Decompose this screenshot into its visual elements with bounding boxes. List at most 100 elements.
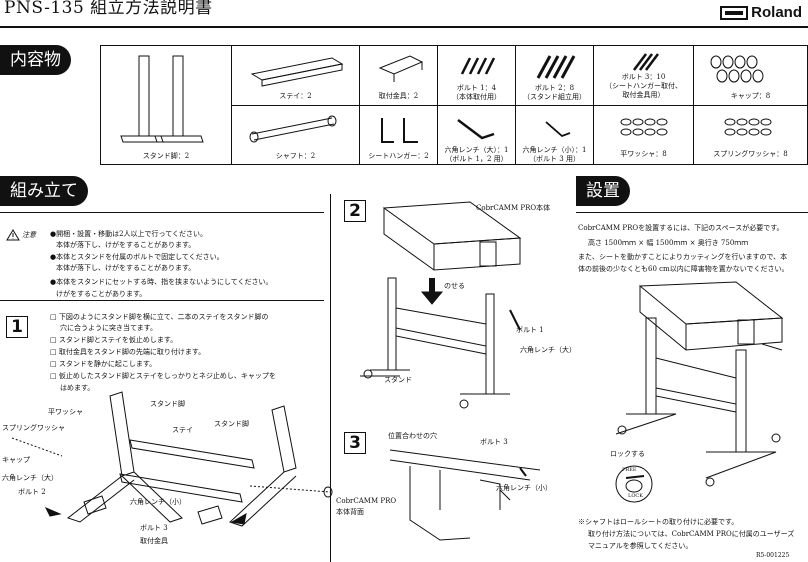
warning-rule bbox=[0, 300, 324, 301]
item-label: スタンド脚：2 bbox=[142, 152, 190, 160]
item-label: 六角レンチ（大）：1 bbox=[444, 146, 509, 154]
sheet-hanger-icon bbox=[381, 118, 418, 143]
header-rule bbox=[0, 26, 808, 28]
installation-note: マニュアルを参照してください。 bbox=[588, 542, 693, 550]
spring-washer-icon bbox=[724, 118, 772, 136]
label-stand: スタンド bbox=[384, 376, 412, 384]
step-number: 3 bbox=[344, 432, 366, 454]
item-label: ステイ：2 bbox=[279, 92, 312, 100]
bracket-icon bbox=[378, 55, 424, 82]
item-bolt3: ボルト 3：10 （シートハンガー取付、 取付金具用） bbox=[593, 45, 694, 106]
column-divider bbox=[330, 194, 331, 562]
label-bolt3-2: ボルト 3 bbox=[480, 438, 508, 446]
warning-line: ●本体とスタンドを付属のボルトで固定してください。 bbox=[50, 253, 224, 261]
warning-icon bbox=[6, 229, 20, 241]
hex-wrench-small-icon bbox=[545, 121, 571, 138]
document-title: PNS-135 組立方法説明書 bbox=[4, 0, 213, 18]
item-label: ボルト 1：4 bbox=[456, 84, 497, 92]
label-bracket: 取付金具 bbox=[140, 537, 168, 545]
assembly-rule bbox=[0, 212, 324, 213]
label-hex-small-2: 六角レンチ（小） bbox=[496, 484, 552, 492]
label-align-hole: 位置合わせの穴 bbox=[388, 432, 437, 440]
caster-lock-icon bbox=[615, 465, 653, 503]
item-label: キャップ：8 bbox=[730, 92, 771, 100]
installation-note: ※シャフトはロールシートの取り付けに必要です。 bbox=[578, 518, 739, 526]
item-label: ボルト 3：10 bbox=[621, 73, 666, 81]
step1-line: はめます。 bbox=[60, 384, 95, 392]
label-bolt1: ボルト 1 bbox=[516, 326, 544, 334]
item-bolt1: ボルト 1：4 （本体取付用） bbox=[437, 45, 516, 106]
label-stay: ステイ bbox=[172, 426, 193, 434]
label-cap: キャップ bbox=[2, 456, 30, 464]
installation-line: また、シートを動かすことによりカッティングを行いますので、本 bbox=[578, 253, 788, 261]
item-label: 取付金具用） bbox=[622, 91, 665, 99]
label-hex-large: 六角レンチ（大） bbox=[2, 474, 58, 482]
bolt-icon bbox=[633, 53, 659, 71]
installed-plotter-diagram bbox=[615, 281, 784, 487]
label-stand-leg-right: スタンド脚 bbox=[214, 420, 249, 428]
item-label: （ボルト 3 用） bbox=[529, 155, 580, 163]
contents-heading: 内容物 bbox=[0, 45, 71, 75]
item-label: スプリングワッシャ：8 bbox=[713, 150, 788, 158]
step1-line: □ 仮止めしたスタンド脚とステイをしっかりとネジ止めし、キャップを bbox=[50, 372, 276, 380]
step1-line: □ スタンド脚とステイを仮止めします。 bbox=[50, 336, 178, 344]
item-bolt2: ボルト 2：8 （スタンド組立用） bbox=[515, 45, 594, 106]
shaft-icon bbox=[249, 115, 337, 143]
item-hex-small: 六角レンチ（小）：1 （ボルト 3 用） bbox=[515, 105, 594, 165]
warning-line: ●開梱・設置・移動は2人以上で行ってください。 bbox=[50, 230, 208, 238]
installation-note: 取り付け方法については、CobrCAMM PROに付属のユーザーズ bbox=[588, 530, 795, 538]
item-label: 取付金具：2 bbox=[378, 92, 419, 100]
brand-name: Roland bbox=[751, 4, 802, 21]
stay-icon bbox=[250, 57, 344, 87]
label-rear-1: CobrCAMM PRO bbox=[336, 497, 397, 505]
installation-line: 体の前後の少なくとも60 cm以内に障害物を置かないでください。 bbox=[578, 265, 789, 273]
logo-mark-icon bbox=[720, 5, 749, 20]
item-hex-large: 六角レンチ（大）：1 （ボルト 1，2 用） bbox=[437, 105, 516, 165]
step2-diagram bbox=[360, 201, 522, 409]
warning-line: けがをすることがあります。 bbox=[56, 290, 147, 298]
step1-line: □ 取付金具をスタンド脚の先端に取り付けます。 bbox=[50, 348, 206, 356]
item-spring-washer: スプリングワッシャ：8 bbox=[693, 105, 808, 165]
hex-wrench-large-icon bbox=[457, 119, 495, 140]
item-sheet-hanger: シートハンガー：2 bbox=[359, 105, 438, 165]
item-bracket: 取付金具：2 bbox=[359, 45, 438, 106]
label-place: のせる bbox=[444, 282, 465, 290]
item-label: （本体取付用） bbox=[452, 93, 501, 101]
label-bolt3: ボルト 3 bbox=[140, 524, 168, 532]
step1-line: □ スタンドを静かに起こします。 bbox=[50, 360, 157, 368]
label-body: CobrCAMM PRO本体 bbox=[476, 204, 551, 212]
warning-label: 注意 bbox=[22, 231, 36, 239]
warning-line: 本体が落下し、けがをすることがあります。 bbox=[56, 264, 196, 272]
item-shaft: シャフト：2 bbox=[231, 105, 360, 165]
label-spring-washer: スプリングワッシャ bbox=[2, 424, 65, 432]
item-label: 平ワッシャ：8 bbox=[620, 150, 667, 158]
item-label: （ボルト 1，2 用） bbox=[445, 155, 508, 163]
item-label: （スタンド組立用） bbox=[523, 93, 586, 101]
bolt-icon bbox=[460, 57, 496, 75]
step1-diagram bbox=[11, 391, 333, 527]
step-number: 2 bbox=[344, 200, 366, 222]
item-stand-leg: スタンド脚：2 bbox=[100, 45, 232, 165]
item-cap: キャップ：8 bbox=[693, 45, 808, 106]
label-flat-washer: 平ワッシャ bbox=[48, 408, 83, 416]
lock-small-label: LOCK bbox=[628, 493, 643, 499]
installation-rule bbox=[576, 212, 808, 213]
assembly-heading: 組み立て bbox=[0, 176, 88, 206]
label-hex-small: 六角レンチ（小） bbox=[130, 498, 186, 506]
label-hex-large-2: 六角レンチ（大） bbox=[520, 346, 576, 354]
step1-line: □ 下図のようにスタンド脚を横に立て、二本のステイをスタンド脚の bbox=[50, 313, 269, 321]
warning-line: 本体が落下し、けがをすることがあります。 bbox=[56, 241, 196, 249]
label-bolt2: ボルト 2 bbox=[18, 488, 46, 496]
installation-heading: 設置 bbox=[576, 176, 630, 206]
installation-line: 高さ 1500ｍｍ × 幅 1500ｍｍ × 奥行き 750ｍｍ bbox=[588, 239, 749, 247]
step-number: 1 bbox=[6, 316, 28, 338]
warning-line: ●本体をスタンドにセットする時、指を挟まないようにしてください。 bbox=[50, 278, 273, 286]
step1-line: 穴に合うように突き当てます。 bbox=[60, 324, 157, 332]
item-stay: ステイ：2 bbox=[231, 45, 360, 106]
item-flat-washer: 平ワッシャ：8 bbox=[593, 105, 694, 165]
item-label: シートハンガー：2 bbox=[368, 152, 429, 160]
installation-line: CobrCAMM PROを設置するには、下記のスペースが必要です。 bbox=[578, 224, 784, 232]
roland-logo: Roland bbox=[720, 4, 802, 21]
step3-diagram bbox=[389, 449, 541, 541]
lock-label: ロックする bbox=[610, 450, 645, 458]
